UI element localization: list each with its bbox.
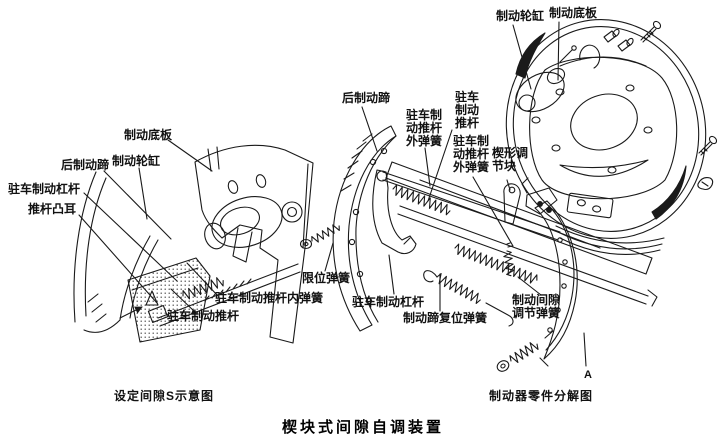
park-lever-art: [372, 169, 417, 255]
label-return-spring: 制动蹄复位弹簧: [403, 311, 488, 325]
fastener-bolts-art: [603, 20, 718, 191]
page-title: 楔块式间隙自调装置: [281, 419, 444, 436]
label-left-park-lever: 驻车制动杠杆: [8, 182, 81, 196]
backing-plate-art: [505, 19, 707, 255]
left-figure-art: [73, 139, 314, 344]
label-adjust-spring: 制动间隙调节弹簧: [512, 293, 561, 320]
left-figure-leaders: [78, 139, 219, 314]
drum-arc-outer: [73, 171, 97, 323]
pushrod-assembly-art: [376, 161, 658, 307]
wheel-cylinder-art-left: [204, 196, 283, 250]
label-left-pushrod-inner-spring: 驻车制动推杆内弹簧: [215, 291, 324, 305]
pushrod-inner-spring-art: [182, 277, 224, 300]
caption-right-figure: 制动器零件分解图: [489, 389, 594, 403]
retainer-clip-art: [697, 177, 714, 191]
wedge-block-art: [503, 183, 521, 225]
label-left-pushrod-lug: 推杆凸耳: [28, 202, 77, 216]
return-spring-art: [423, 270, 514, 327]
front-shoe-art: [521, 177, 578, 367]
label-left-rear-shoe: 后制动蹄: [61, 158, 110, 172]
label-mid-outer-spring-upper: 驻车制动推杆外弹簧: [406, 108, 443, 148]
label-mid-outer-spring-lower: 驻车制动推杆外弹簧: [453, 134, 490, 174]
wheel-cylinder-art-right: [515, 44, 601, 113]
drum-arc-inner: [84, 177, 107, 317]
label-mid-rear-shoe: 后制动蹄: [342, 91, 391, 105]
label-marker-a: A: [584, 369, 592, 381]
label-left-backing-plate: 制动底板: [124, 128, 173, 142]
exploded-leaders: [324, 21, 587, 367]
exploded-right-art: [324, 19, 718, 372]
label-mid-park-lever: 驻车制动杠杆: [352, 295, 425, 309]
label-right-backing-plate: 制动底板: [549, 6, 598, 20]
shoe-bottom-spring-art: [496, 330, 554, 372]
clearance-delta-mark: [119, 290, 159, 319]
label-mid-pushrod: 驻车制动推杆: [455, 90, 480, 130]
label-right-wheel-cylinder: 制动轮缸: [496, 9, 545, 23]
backing-plate-wall: [194, 144, 314, 344]
limit-spring-art: [299, 224, 340, 250]
label-left-wheel-cylinder: 制动轮缸: [112, 154, 161, 168]
adjust-spring-art: [503, 242, 515, 277]
shoe-and-lever-art-left: [83, 235, 211, 343]
label-left-pushrod: 驻车制动推杆: [167, 309, 240, 323]
label-limit-spring: 限位弹簧: [302, 271, 351, 285]
pushrod-art-left: [147, 263, 301, 327]
label-wedge-block: 楔形调节块: [492, 146, 529, 173]
rear-shoe-art: [332, 125, 397, 332]
caption-left-figure: 设定间隙S示意图: [114, 389, 215, 403]
